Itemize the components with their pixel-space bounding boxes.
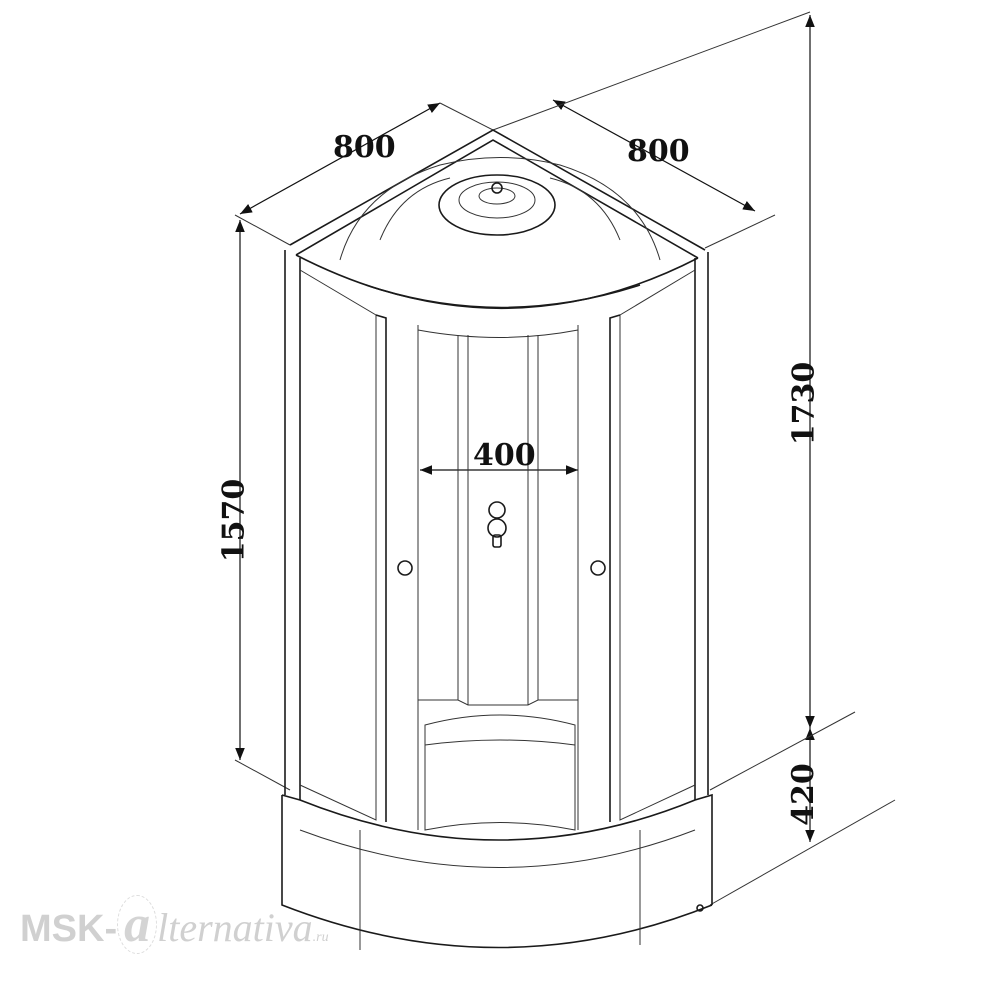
dim-line-800-right [552,99,756,212]
dim-label-800-right: 800 [627,134,690,169]
dim-label-420: 420 [785,763,821,826]
cabin-walls [284,250,709,831]
door-handle-left [397,560,413,576]
mixer-icon [487,501,507,548]
watermark-suffix: lternativa [157,905,313,950]
dimension-lines [234,11,896,906]
watermark-at: a [117,895,158,954]
dim-label-1730: 1730 [786,361,822,446]
dim-label-400: 400 [473,438,536,473]
watermark-tld: .ru [312,930,329,945]
shower-head [438,174,556,236]
dim-label-800-left: 800 [333,130,396,165]
dim-label-1570: 1570 [216,478,252,563]
dim-line-800-left [239,102,441,215]
shower-tray [281,793,713,950]
door-handle-right [590,560,606,576]
watermark-prefix: MSK- [20,908,118,950]
cabin-roof [289,129,706,310]
